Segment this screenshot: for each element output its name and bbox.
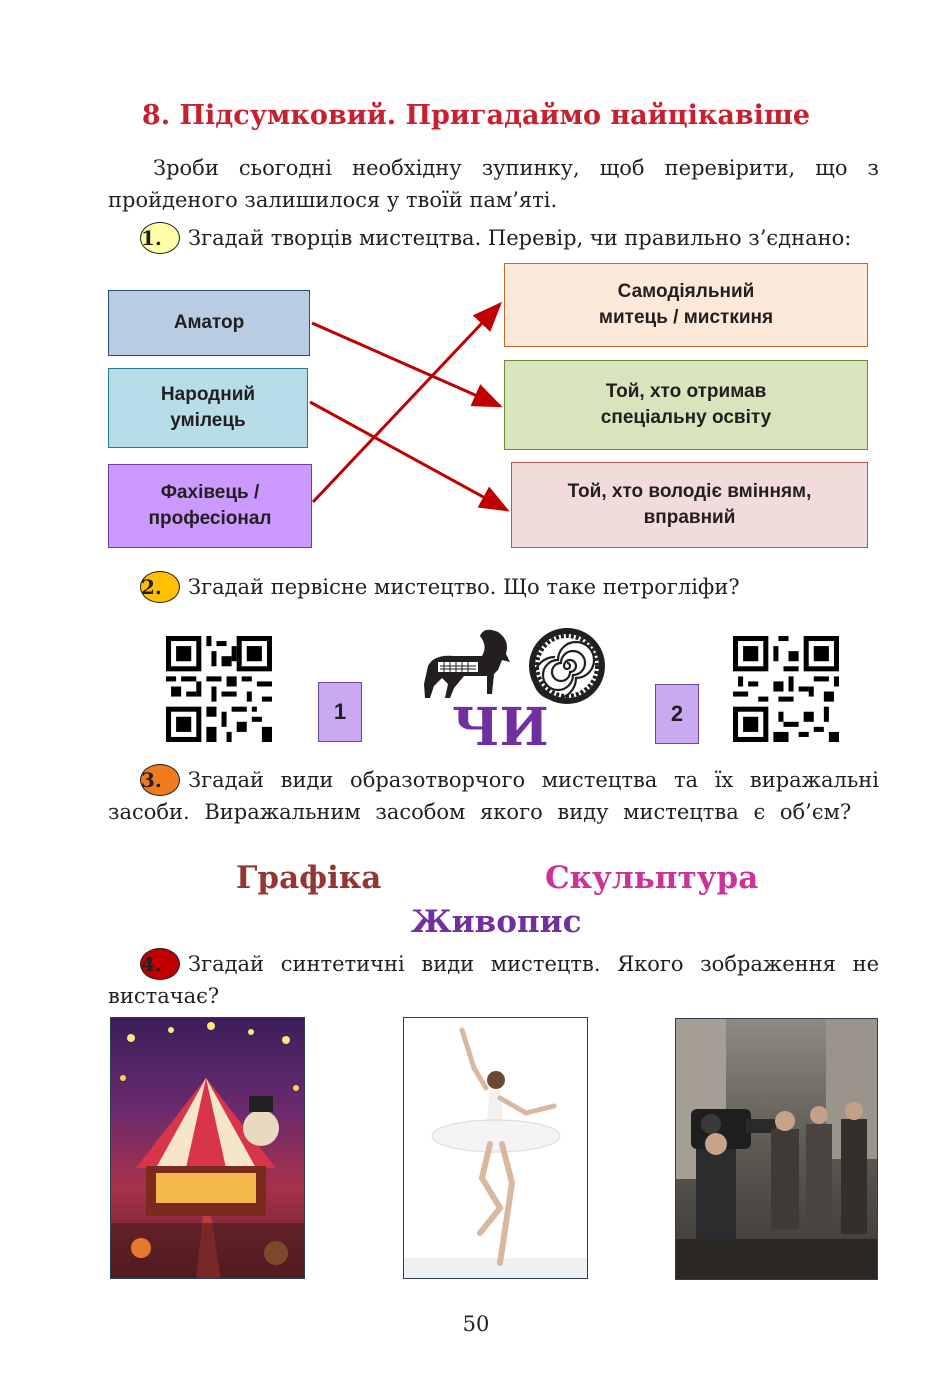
qr-code-icon[interactable] [733, 636, 839, 742]
option-1-button[interactable]: 1 [318, 682, 362, 742]
task-1-badge: 1. [140, 222, 180, 254]
intro-paragraph: Зроби сьогодні необхідну зупинку, щоб пе… [108, 156, 879, 212]
ballet-image [403, 1017, 588, 1279]
arrow-professional [311, 301, 503, 504]
task-3-paragraph: 3.Згадай види образотворчого мистецтва т… [108, 764, 879, 828]
or-word: ЧИ [452, 697, 549, 758]
film-set-image [675, 1018, 878, 1280]
petroglyph-images [424, 628, 605, 704]
task-2-text: Згадай первісне мистецтво. Що таке петро… [188, 575, 740, 599]
task-4-paragraph: 4.Згадай синтетичні види мистецтв. Якого… [108, 948, 879, 1012]
creator-box-folk-craftsman: Народний умілець [108, 368, 308, 448]
arrow-folk-craftsman [309, 400, 510, 512]
task-1-text: Згадай творців мистецтва. Перевір, чи пр… [188, 226, 852, 250]
definition-box-trained: Той, хто отримав спеціальну освіту [504, 360, 868, 450]
definition-box-skilled: Той, хто володіє вмінням, вправний [511, 462, 868, 548]
task-1-paragraph: 1. Згадай творців мистецтва. Перевір, чи … [108, 222, 879, 254]
answer-graphics[interactable]: Графіка [236, 860, 382, 896]
answer-sculpture[interactable]: Скульптура [545, 860, 759, 896]
goat-petroglyph-icon [424, 629, 510, 698]
qr-code-icon[interactable] [166, 636, 272, 742]
spiral-sun-petroglyph-icon [529, 628, 605, 704]
creator-box-amateur: Аматор [108, 290, 310, 356]
option-2-button[interactable]: 2 [655, 684, 699, 744]
arrow-amateur [311, 321, 503, 408]
task-3-badge: 3. [140, 764, 180, 796]
task-3-text: Згадай види образотворчого мистецтва та … [108, 768, 879, 824]
page-number: 50 [462, 1312, 490, 1336]
matching-arrows [309, 301, 510, 512]
task-2-paragraph: 2. Згадай первісне мистецтво. Що таке пет… [108, 571, 879, 603]
circus-image [110, 1017, 305, 1279]
page-title: 8. Підсумковий. Пригадаймо найцікавіше [141, 100, 811, 131]
task-4-badge: 4. [140, 948, 180, 980]
definition-box-amateur-artist: Самодіяльний митець / мисткиня [504, 263, 868, 347]
task-2-badge: 2. [140, 571, 180, 603]
task-4-text: Згадай синтетичні види мистецтв. Якого з… [108, 952, 879, 1008]
creator-box-professional: Фахівець / професіонал [108, 464, 312, 548]
answer-painting[interactable]: Живопис [411, 904, 582, 940]
